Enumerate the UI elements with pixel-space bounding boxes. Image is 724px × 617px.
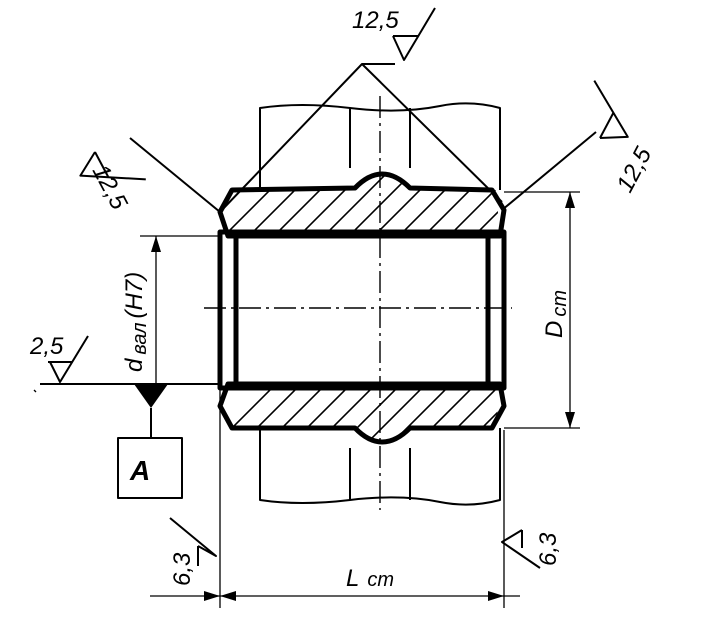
roughness-symbol-top: 12,5 (352, 7, 436, 61)
roughness-symbol-right-face: 6,3 (501, 529, 562, 569)
roughness-symbol-right (593, 80, 629, 139)
housing-top-outline (259, 102, 501, 190)
bushing-bottom-wall (217, 381, 507, 445)
bore-diameter-label: d вал (H7) (121, 272, 151, 372)
left-chamfer-leader (129, 137, 221, 213)
bore-outline (217, 229, 507, 391)
housing (259, 102, 501, 506)
datum-triangle (134, 384, 168, 408)
top-wall-hatching (228, 174, 500, 236)
top-wall-outline (217, 171, 507, 239)
roughness-right-face-value: 6,3 (535, 532, 562, 566)
roughness-leaders (129, 63, 597, 213)
right-chamfer-leader (501, 131, 597, 211)
bottom-wall-hatching (228, 384, 500, 442)
roughness-left-value: 12,5 (87, 160, 133, 214)
roughness-symbol-bore: 2,5 (29, 333, 220, 385)
bushing-bore (217, 229, 507, 391)
dimension-length: L cm (150, 388, 520, 608)
roughness-top-value: 12,5 (352, 7, 399, 34)
dimension-outer-diameter: D cm (504, 191, 580, 429)
bushing-top-wall (217, 171, 507, 239)
dimension-bore-diameter: d вал (H7) (121, 235, 220, 384)
roughness-symbol-left (79, 151, 146, 181)
roughness-bore-value: 2,5 (29, 333, 64, 360)
length-label: L cm (346, 565, 394, 592)
roughness-left-face-value: 6,3 (169, 552, 196, 586)
small-tick (33, 389, 37, 393)
bottom-wall-outline (217, 381, 507, 445)
datum-letter: A (129, 455, 150, 486)
datum-box (117, 437, 183, 499)
housing-bottom-outline (259, 428, 501, 506)
datum-a: A (117, 384, 183, 499)
roughness-right-value: 12,5 (611, 142, 657, 196)
outer-diameter-label: D cm (541, 290, 571, 338)
roughness-symbol-left-face: 6,3 (169, 517, 217, 586)
